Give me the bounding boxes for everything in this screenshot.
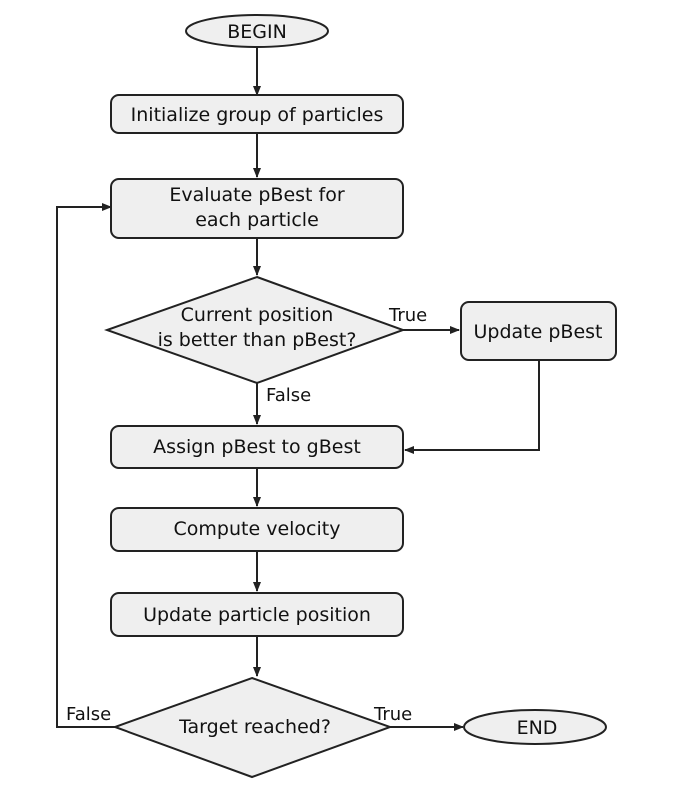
decision1-false-label: False	[266, 385, 311, 406]
assign-label: Assign pBest to gBest	[153, 436, 361, 458]
velocity-label: Compute velocity	[174, 518, 341, 540]
init-node: Initialize group of particles	[110, 94, 404, 134]
begin-label: BEGIN	[227, 21, 287, 43]
assign-shape	[110, 425, 404, 469]
edge-update-pbest-to-assign	[404, 360, 540, 454]
update-pbest-node: Update pBest	[460, 301, 617, 361]
evaluate-shape	[110, 178, 404, 239]
update-pbest-label: Update pBest	[474, 321, 603, 343]
velocity-node: Compute velocity	[110, 507, 404, 552]
evaluate-label-line2: each particle	[195, 209, 319, 231]
decision1-node: Current position is better than pBest?	[103, 275, 406, 385]
edge-decision2-false-loop	[56, 203, 115, 728]
decision1-label-line2: is better than pBest?	[158, 329, 357, 351]
decision2-true-label: True	[373, 704, 412, 725]
end-label: END	[517, 717, 558, 739]
evaluate-label-line1: Evaluate pBest for	[169, 184, 345, 206]
init-shape	[110, 94, 404, 134]
decision1-label-line1: Current position	[181, 304, 334, 326]
position-label: Update particle position	[143, 604, 371, 626]
evaluate-node: Evaluate pBest for each particle	[110, 178, 404, 239]
assign-node: Assign pBest to gBest	[110, 425, 404, 469]
begin-shape	[185, 14, 329, 48]
init-label: Initialize group of particles	[131, 104, 384, 126]
position-shape	[110, 592, 404, 637]
end-node: END	[463, 709, 607, 745]
decision2-shape	[112, 676, 393, 779]
decision2-false-label: False	[66, 704, 111, 725]
edges	[56, 47, 540, 731]
decision1-shape	[103, 275, 406, 385]
velocity-shape	[110, 507, 404, 552]
update-pbest-shape	[460, 301, 617, 361]
position-node: Update particle position	[110, 592, 404, 637]
end-shape	[463, 709, 607, 745]
decision2-label: Target reached?	[178, 716, 331, 738]
begin-node: BEGIN	[185, 14, 329, 48]
decision2-node: Target reached?	[112, 676, 393, 779]
decision1-true-label: True	[388, 305, 427, 326]
